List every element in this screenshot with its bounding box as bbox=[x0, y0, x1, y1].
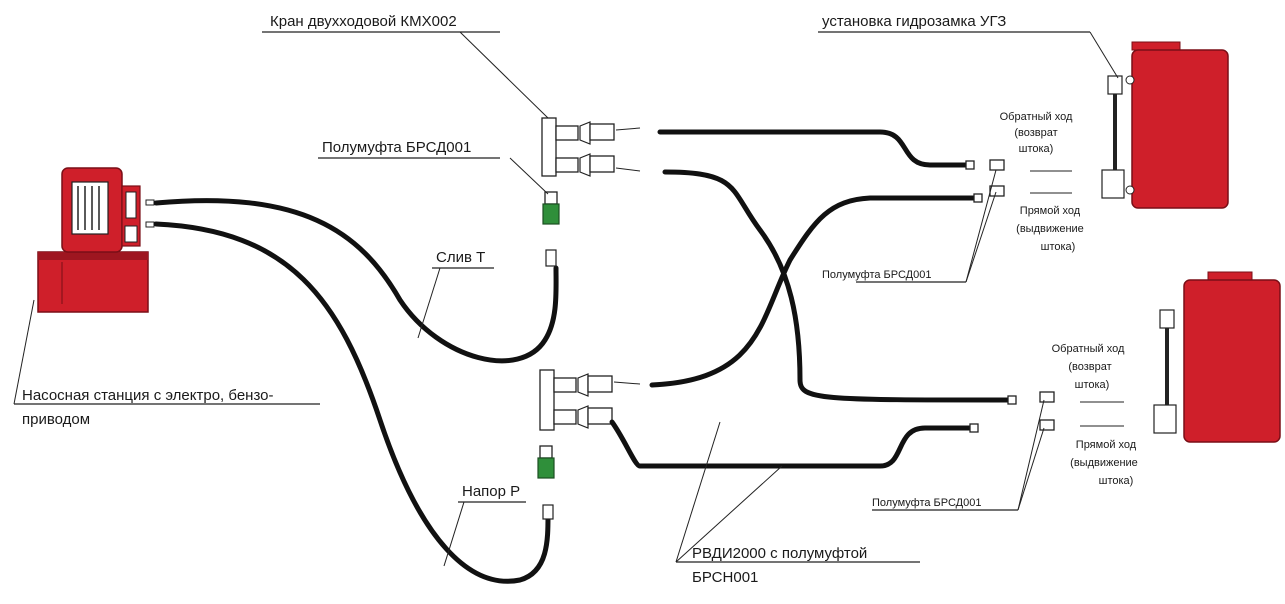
valve-label: Кран двухходовой КМХ002 bbox=[270, 13, 457, 30]
coupling-bottom-valve bbox=[537, 445, 555, 520]
bottom-return-line2: (возврат bbox=[1068, 361, 1111, 373]
hose-bottom-1 bbox=[609, 419, 973, 469]
coupling-cylinder-top bbox=[989, 159, 1005, 197]
bottom-return-line3: штока) bbox=[1075, 379, 1110, 391]
cylinder-bottom bbox=[1153, 271, 1281, 443]
coupling-bottom-right-label: Полумуфта БРСД001 bbox=[872, 497, 981, 509]
hose-top-3 bbox=[649, 195, 978, 388]
valve-top bbox=[541, 117, 615, 177]
drain-hose bbox=[153, 198, 559, 364]
cylinder-top bbox=[1101, 41, 1229, 209]
coupling-left-label: Полумуфта БРСД001 bbox=[322, 139, 471, 156]
top-return-line2: (возврат bbox=[1014, 127, 1057, 139]
drain-label: Слив Т bbox=[436, 249, 485, 266]
coupling-cylinder-bottom bbox=[1039, 391, 1055, 431]
bottom-forward-line3: штока) bbox=[1099, 475, 1134, 487]
pump-station bbox=[37, 167, 155, 313]
pump-label-line2: приводом bbox=[22, 411, 90, 428]
hose-top-2 bbox=[662, 169, 1013, 403]
top-forward-line1: Прямой ход bbox=[1020, 205, 1081, 217]
coupling-top-valve bbox=[542, 191, 560, 267]
bottom-return-line1: Обратный ход bbox=[1052, 343, 1125, 355]
pressure-hose bbox=[153, 221, 551, 584]
hose-label-line2: БРСН001 bbox=[692, 569, 758, 586]
hose-label-line1: РВДИ2000 с полумуфтой bbox=[692, 545, 867, 562]
pressure-label: Напор Р bbox=[462, 483, 520, 500]
top-forward-line3: штока) bbox=[1041, 241, 1076, 253]
hose-top-1 bbox=[657, 129, 971, 168]
top-forward-line2: (выдвижение bbox=[1016, 223, 1084, 235]
coupling-top-right-label: Полумуфта БРСД001 bbox=[822, 269, 931, 281]
bottom-forward-line2: (выдвижение bbox=[1070, 457, 1138, 469]
bottom-forward-line1: Прямой ход bbox=[1076, 439, 1137, 451]
pump-label-line1: Насосная станция с электро, бензо- bbox=[22, 387, 274, 404]
valve-bottom bbox=[539, 369, 613, 431]
top-return-line3: штока) bbox=[1019, 143, 1054, 155]
hydrolock-label: установка гидрозамка УГЗ bbox=[822, 13, 1006, 30]
top-return-line1: Обратный ход bbox=[1000, 111, 1073, 123]
